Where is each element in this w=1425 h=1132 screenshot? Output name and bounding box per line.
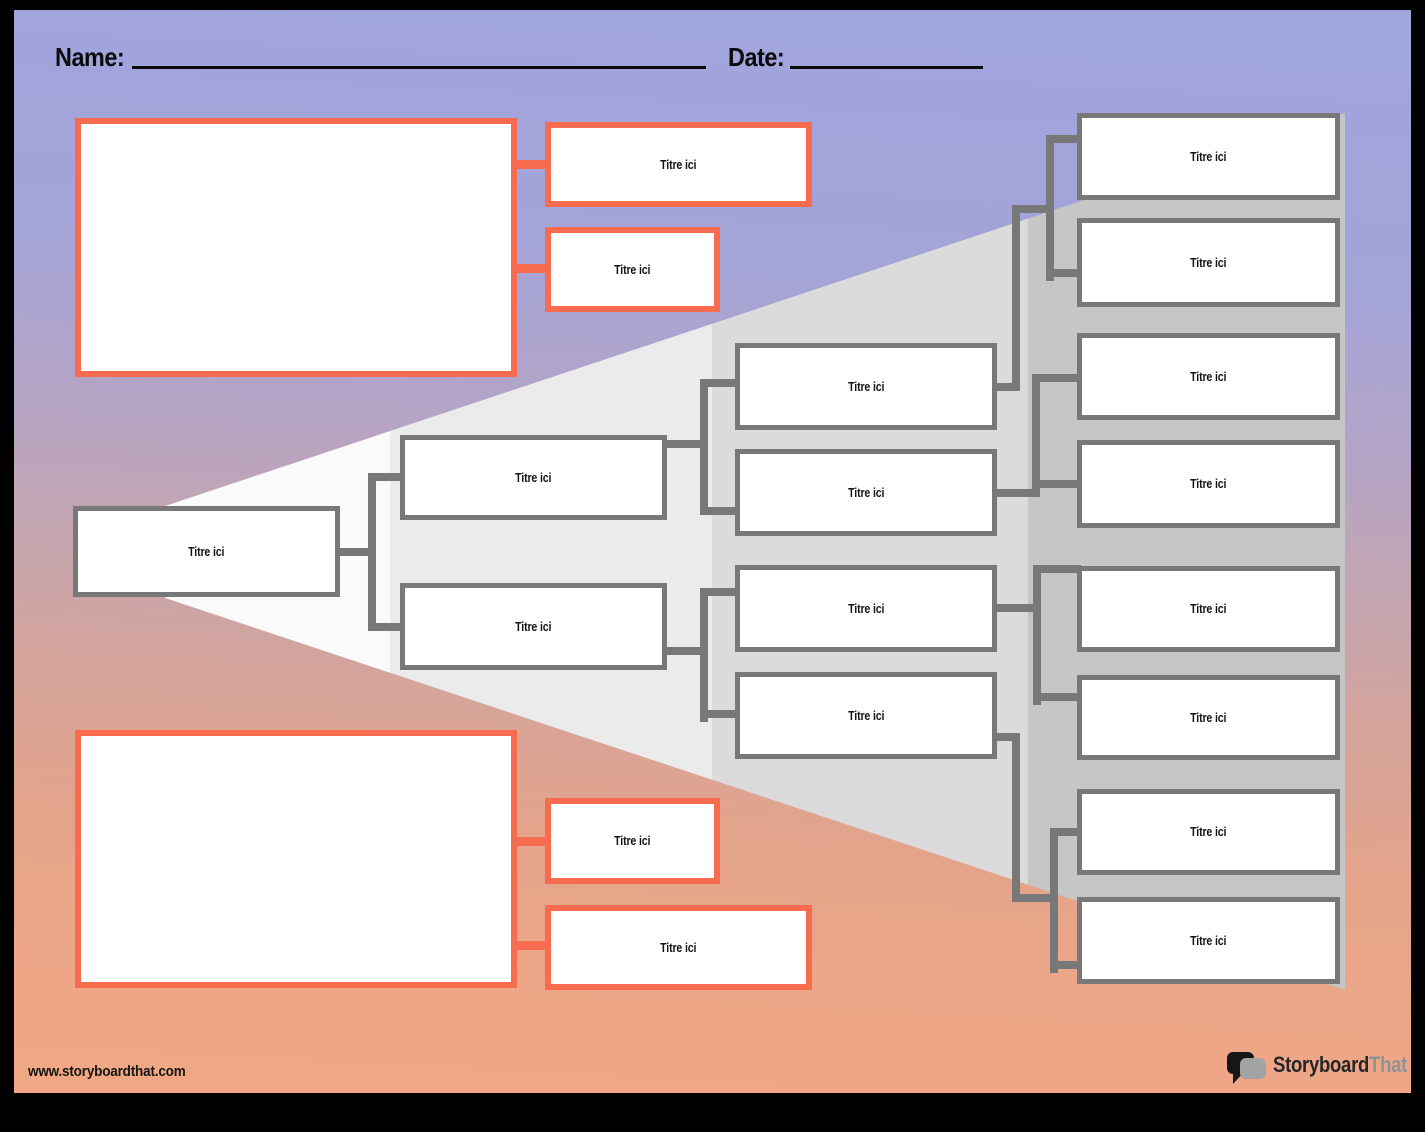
tree-node-l4-6[interactable]: Titre ici (1077, 675, 1340, 760)
node-label: Titre ici (1190, 477, 1227, 491)
name-label: Name: (55, 42, 125, 72)
node-label: Titre ici (847, 601, 885, 616)
storyboardthat-logo[interactable]: StoryboardThat (1227, 1050, 1425, 1086)
node-label: Titre ici (1190, 369, 1227, 384)
tree-node-root[interactable]: Titre ici (73, 506, 340, 597)
node-label: Titre ici (1190, 255, 1227, 270)
node-label: Titre ici (847, 708, 885, 723)
top-title-cell-2[interactable]: Titre ici (545, 227, 720, 312)
date-label: Date: (728, 42, 785, 72)
tree-node-l3-4[interactable]: Titre ici (735, 672, 997, 759)
tree-node-l4-1[interactable]: Titre ici (1077, 113, 1340, 200)
node-label: Titre ici (1190, 602, 1227, 616)
node-label: Titre ici (515, 470, 552, 485)
tree-node-l3-3[interactable]: Titre ici (735, 565, 997, 652)
tree-node-l3-1[interactable]: Titre ici (735, 343, 997, 430)
node-label: Titre ici (188, 544, 225, 559)
date-line (790, 66, 983, 69)
tree-node-l4-7[interactable]: Titre ici (1077, 789, 1340, 875)
tree-node-l2-2[interactable]: Titre ici (400, 583, 667, 670)
website-url: www.storyboardthat.com (28, 1063, 186, 1080)
node-label: Titre ici (1190, 825, 1227, 839)
tree-node-l4-4[interactable]: Titre ici (1077, 440, 1340, 528)
tree-node-l3-2[interactable]: Titre ici (735, 449, 997, 536)
brand-name: StoryboardThat (1273, 1052, 1407, 1078)
node-label: Titre ici (847, 379, 885, 394)
brand-secondary: That (1369, 1052, 1408, 1077)
node-label: Titre ici (1190, 710, 1227, 725)
cell-label: Titre ici (660, 157, 697, 172)
speech-bubbles-icon (1227, 1052, 1266, 1084)
tree-node-l4-8[interactable]: Titre ici (1077, 897, 1340, 984)
brand-primary: Storyboard (1273, 1052, 1370, 1077)
tree-node-l4-5[interactable]: Titre ici (1077, 566, 1340, 652)
bottom-image-cell[interactable] (75, 730, 517, 988)
bottom-title-cell-1[interactable]: Titre ici (545, 798, 720, 884)
node-label: Titre ici (515, 619, 552, 634)
name-line (132, 66, 706, 69)
tree-node-l2-1[interactable]: Titre ici (400, 435, 667, 520)
cell-label: Titre ici (660, 940, 697, 955)
node-label: Titre ici (1190, 149, 1227, 164)
tree-node-l4-3[interactable]: Titre ici (1077, 333, 1340, 420)
top-image-cell[interactable] (75, 118, 517, 377)
top-title-cell-1[interactable]: Titre ici (545, 122, 812, 207)
node-label: Titre ici (1190, 933, 1227, 948)
cell-label: Titre ici (614, 262, 651, 277)
node-label: Titre ici (847, 485, 885, 500)
tree-node-l4-2[interactable]: Titre ici (1077, 218, 1340, 307)
bottom-title-cell-2[interactable]: Titre ici (545, 905, 812, 990)
cell-label: Titre ici (614, 834, 651, 848)
